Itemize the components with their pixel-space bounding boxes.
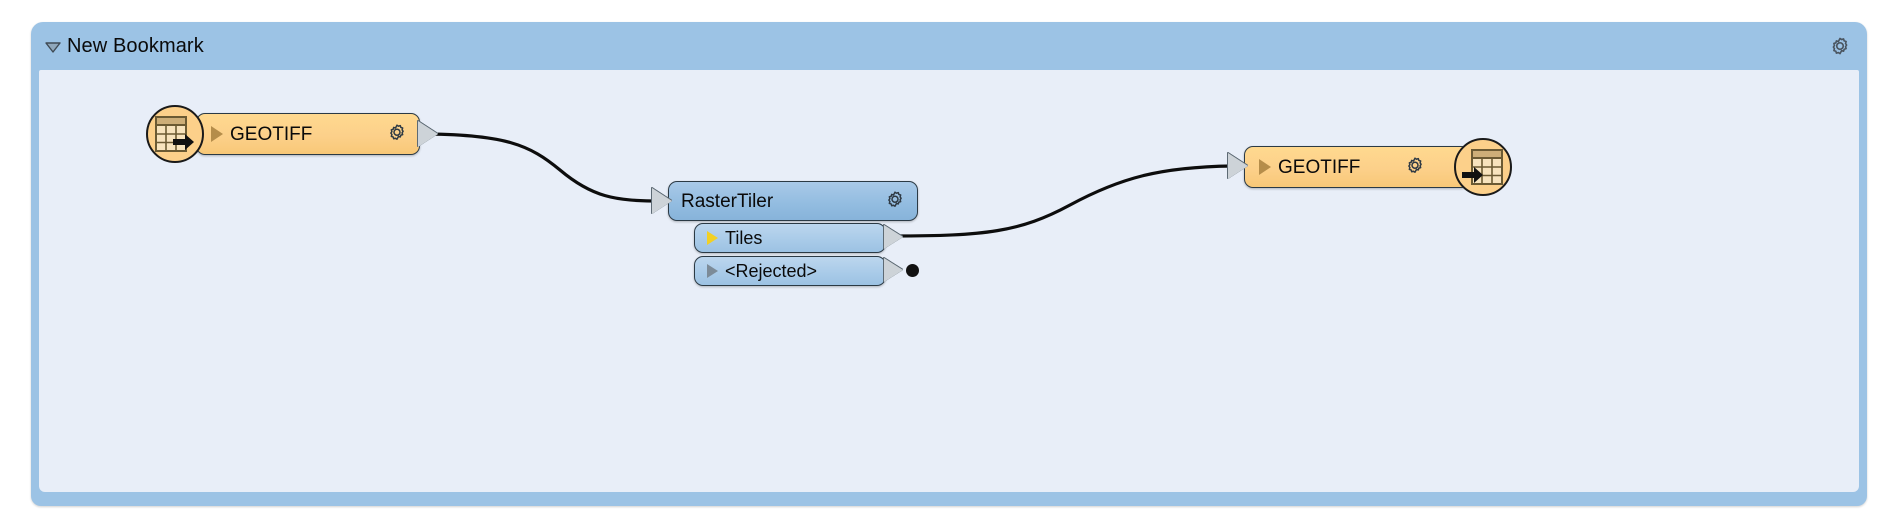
rejected-terminator-dot: [906, 264, 919, 277]
output-port-rejected-connector[interactable]: [884, 258, 903, 282]
gear-icon[interactable]: [883, 189, 907, 213]
triangle-down-icon[interactable]: [43, 36, 63, 56]
triangle-right-tan-icon: [1259, 159, 1271, 175]
output-port-tiles[interactable]: Tiles: [694, 223, 886, 253]
bookmark-title: New Bookmark: [67, 34, 204, 57]
writer-input-port[interactable]: [1228, 153, 1248, 179]
reader-output-port[interactable]: [418, 121, 438, 147]
writer-node-label: GEOTIFF: [1278, 156, 1361, 178]
table-export-icon: [146, 105, 204, 163]
output-port-rejected[interactable]: <Rejected>: [694, 256, 886, 286]
triangle-right-yellow-icon: [707, 231, 718, 245]
triangle-right-gray-icon: [707, 264, 718, 278]
bookmark-header[interactable]: New Bookmark: [31, 22, 1867, 70]
reader-node-label: GEOTIFF: [230, 123, 313, 145]
transformer-input-port[interactable]: [652, 188, 672, 214]
writer-node-bar[interactable]: GEOTIFF: [1244, 146, 1470, 188]
gear-icon[interactable]: [1403, 155, 1427, 179]
table-import-icon: [1454, 138, 1512, 196]
reader-node-bar[interactable]: GEOTIFF: [196, 113, 420, 155]
transformer-header-bar[interactable]: RasterTiler: [668, 181, 918, 221]
transformer-label: RasterTiler: [681, 190, 774, 212]
output-port-tiles-label: Tiles: [725, 228, 763, 248]
output-port-rejected-label: <Rejected>: [725, 261, 818, 281]
gear-icon[interactable]: [385, 122, 409, 146]
output-port-tiles-connector[interactable]: [884, 225, 903, 249]
bookmark-container[interactable]: New Bookmark: [31, 22, 1867, 506]
gear-icon[interactable]: [1827, 35, 1853, 61]
triangle-right-tan-icon: [211, 126, 223, 142]
